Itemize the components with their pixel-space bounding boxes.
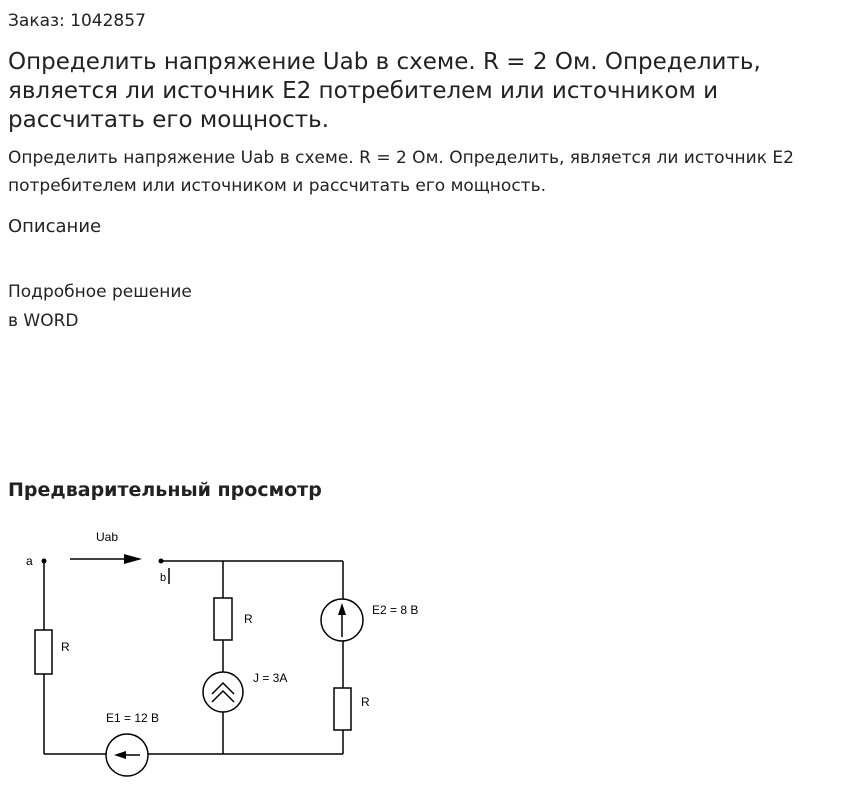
source-e2 xyxy=(320,598,364,642)
resistor-left-label: R xyxy=(61,640,70,654)
current-source-j-chevron-1 xyxy=(211,681,235,695)
circuit-diagram: a b Uab R R R J = 3A E1 = 12 В E2 = 8 В xyxy=(26,530,418,777)
description-heading: Описание xyxy=(8,216,102,237)
page-title: Определить напряжение Uab в схеме. R = 2… xyxy=(8,49,761,133)
solution-line-2: в WORD xyxy=(8,311,79,331)
preview-heading: Предварительный просмотр xyxy=(8,479,322,501)
solution-note: Подробное решение в WORD xyxy=(8,278,192,336)
source-e1 xyxy=(105,733,149,777)
order-number: Заказ: 1042857 xyxy=(8,11,146,31)
node-b-label: b xyxy=(160,572,166,584)
voltage-label: Uab xyxy=(96,530,118,544)
node-a-dot xyxy=(41,558,47,564)
resistor-right xyxy=(333,687,352,731)
resistor-middle-label: R xyxy=(244,612,253,626)
task-description: Определить напряжение Uab в схеме. R = 2… xyxy=(8,148,794,196)
resistor-left xyxy=(34,629,53,675)
solution-line-1: Подробное решение xyxy=(8,282,192,302)
current-source-j-chevron-2 xyxy=(211,689,235,703)
source-e1-arrow-head xyxy=(114,751,126,759)
resistor-right-label: R xyxy=(361,695,370,709)
current-source-label: J = 3A xyxy=(253,671,287,685)
source-e2-label: E2 = 8 В xyxy=(372,603,418,617)
resistor-middle xyxy=(213,597,233,641)
source-e1-label: E1 = 12 В xyxy=(106,711,159,725)
voltage-arrow-head xyxy=(124,554,142,564)
source-e2-arrow-head xyxy=(338,603,346,615)
current-source-j xyxy=(202,671,244,713)
node-a-label: a xyxy=(26,554,33,568)
node-b-dot xyxy=(158,558,164,564)
